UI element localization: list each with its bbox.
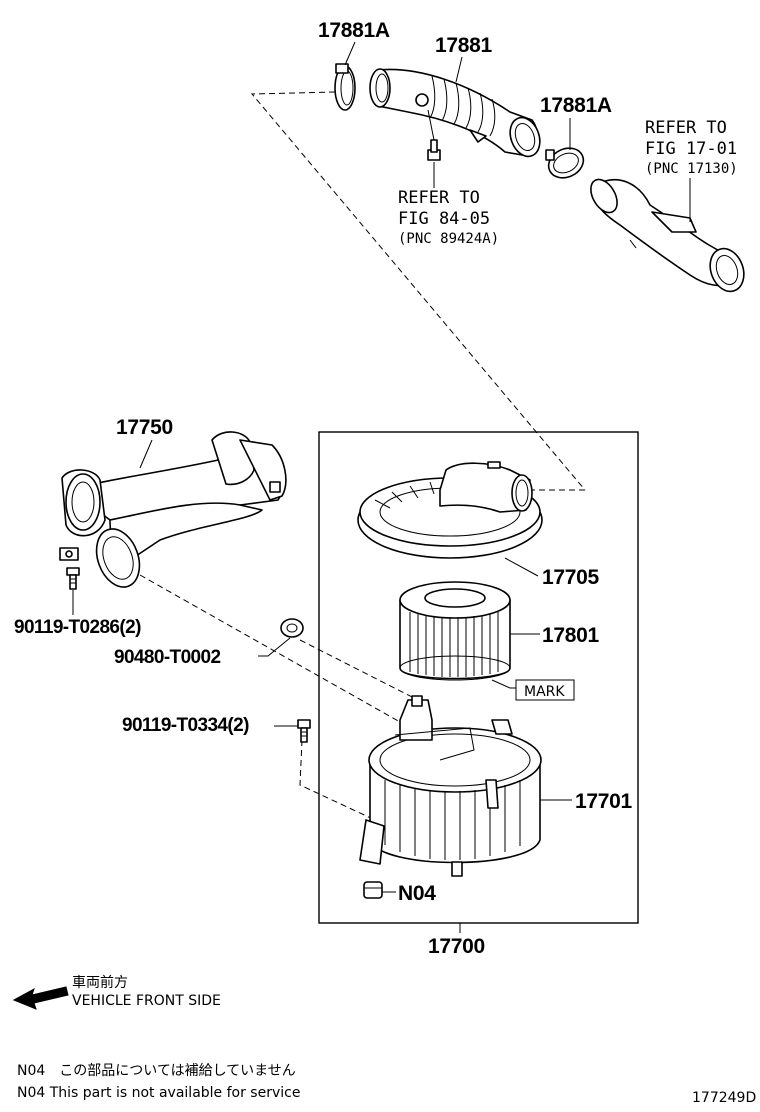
note-jp: N04 この部品については補給していません [17, 1063, 296, 1079]
ref-fig-17-line3: (PNC 17130) [645, 161, 738, 177]
cleaner-cap-17705[interactable] [357, 461, 543, 577]
bolt-90119-t0286[interactable] [66, 567, 80, 615]
assembly-frame-17700 [318, 431, 639, 933]
ref-fig-17-line2: FIG 17-01 [645, 139, 737, 159]
label-17801: 17801 [542, 624, 600, 647]
label-17705: 17705 [542, 566, 600, 589]
label-n04: N04 [398, 882, 436, 905]
cleaner-case-17701[interactable] [359, 695, 572, 877]
intake-pipe-17750[interactable] [59, 431, 287, 593]
ref-fig-84-line3: (PNC 89424A) [398, 231, 499, 247]
clamp-17881a-top[interactable] [334, 63, 356, 111]
ref-fig-17-line1: REFER TO [645, 118, 727, 138]
assembly-dashed-lines [139, 91, 586, 821]
figure-code: 177249D [692, 1090, 756, 1106]
label-17881a-right: 17881A [540, 94, 612, 117]
filter-element-17801[interactable] [399, 581, 540, 689]
front-direction-arrow-icon [12, 986, 69, 1010]
label-90119-t0334: 90119-T0334(2) [122, 715, 249, 736]
label-90480-t0002: 90480-T0002 [114, 647, 220, 668]
direction-label-jp: 車両前方 [72, 974, 128, 991]
label-17881a-top: 17881A [318, 19, 390, 42]
label-17881: 17881 [435, 34, 493, 57]
clamp-17881a-right[interactable] [544, 143, 588, 184]
mark-label-box [515, 679, 575, 701]
label-17700: 17700 [428, 935, 485, 958]
note-en: N04 This part is not available for servi… [17, 1085, 300, 1101]
label-90119-t0286: 90119-T0286(2) [14, 617, 141, 638]
grommet-90480-t0002[interactable] [258, 618, 304, 657]
grommet-n04[interactable] [363, 881, 396, 899]
label-17701: 17701 [575, 790, 633, 813]
bolt-small[interactable] [427, 109, 441, 161]
direction-label-en: VEHICLE FRONT SIDE [72, 993, 221, 1009]
ref-fig-84-line2: FIG 84-05 [398, 209, 490, 229]
intake-hose-17881[interactable] [369, 68, 545, 161]
label-mark: MARK [524, 684, 565, 700]
bolt-90119-t0334[interactable] [297, 719, 311, 743]
ref-fig-84-line1: REFER TO [398, 188, 480, 208]
label-17750: 17750 [116, 416, 173, 439]
air-inlet-duct[interactable] [585, 175, 749, 296]
